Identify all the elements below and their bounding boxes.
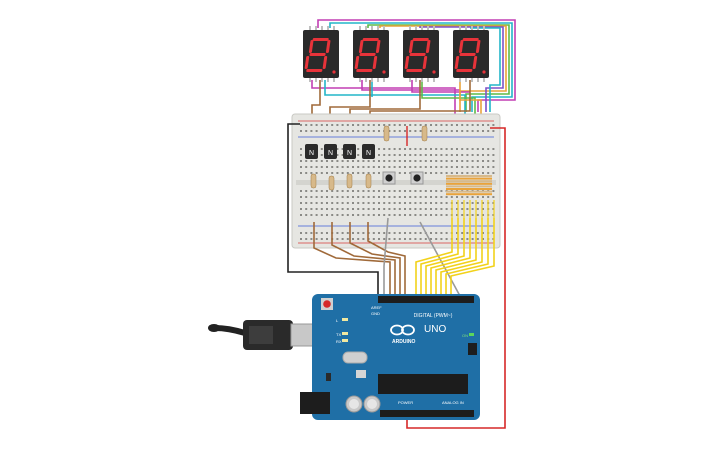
segment-resistor xyxy=(446,175,492,177)
power-label: POWER xyxy=(398,400,413,405)
display-segment xyxy=(375,40,381,53)
rx-label: RX xyxy=(336,339,342,344)
wire-purple-top xyxy=(419,26,504,112)
display-segment xyxy=(309,53,326,56)
resistor-pullup xyxy=(383,125,428,142)
wire-gray-1 xyxy=(383,217,389,296)
display-segment xyxy=(325,40,331,53)
wire-magenta-top xyxy=(317,19,516,112)
display-dot xyxy=(382,70,386,74)
wire-magenta-bottom-3 xyxy=(411,80,470,93)
display-segment xyxy=(372,56,378,69)
wire-brown-4 xyxy=(367,222,406,296)
transistor-label: N xyxy=(328,150,333,157)
reset-button xyxy=(323,300,331,308)
segment-resistor xyxy=(446,193,492,196)
segment-resistor xyxy=(446,177,492,180)
push-button-2 xyxy=(410,171,424,185)
transistor: N xyxy=(305,144,318,159)
wire-magenta-bottom xyxy=(311,80,456,125)
arduino-wires xyxy=(287,123,506,429)
seven-segment-display: 8 xyxy=(353,26,389,82)
display-segment xyxy=(354,56,360,69)
display-dot xyxy=(332,70,336,74)
display-segment xyxy=(422,56,428,69)
display-segment xyxy=(456,69,473,72)
display-segment xyxy=(359,53,376,56)
display-dot xyxy=(482,70,486,74)
wire-brown-3 xyxy=(349,222,401,296)
wire-yellow-bundle xyxy=(415,218,495,296)
breadboard-components: N N N N xyxy=(305,125,492,196)
resistor-base xyxy=(310,173,372,191)
tx-label: TX xyxy=(336,332,341,337)
seven-segment-display: 8 xyxy=(453,26,489,89)
wire-brown-2 xyxy=(331,222,396,296)
display-segment xyxy=(404,56,410,69)
wire-cyan-bottom xyxy=(324,80,466,125)
transistor-label: N xyxy=(366,150,371,157)
display-segment xyxy=(425,40,431,53)
digital-label: DIGITAL (PWM~) xyxy=(414,313,453,319)
l-label: L xyxy=(336,318,339,323)
usb-cable xyxy=(208,320,327,350)
transistor-label: N xyxy=(347,150,352,157)
arduino-logo-icon xyxy=(390,324,415,336)
transistor: N xyxy=(362,144,375,159)
display-segment xyxy=(356,69,373,72)
display-segment xyxy=(308,40,314,53)
display-segment xyxy=(454,56,460,69)
display-segment xyxy=(462,38,479,41)
aref-label: AREF xyxy=(371,305,382,310)
gnd-label: GND xyxy=(371,311,380,316)
display-segment xyxy=(459,53,476,56)
brand-label: ARDUINO xyxy=(392,339,415,345)
wire-brown-1 xyxy=(313,222,391,296)
display-segment xyxy=(412,38,429,41)
analog-label: ANALOG IN xyxy=(442,400,464,405)
wire-red-5v xyxy=(406,127,506,429)
segment-resistor xyxy=(446,185,492,188)
display-segment xyxy=(304,56,310,69)
segment-resistor xyxy=(446,190,492,193)
display-segment xyxy=(358,40,364,53)
display-segment xyxy=(408,40,414,53)
model-label: UNO xyxy=(424,324,446,335)
display-segment xyxy=(409,53,426,56)
display-dot xyxy=(432,70,436,74)
wire-magenta-bottom-2 xyxy=(361,80,460,91)
seven-segment-display: 8 xyxy=(303,26,339,82)
display-segment xyxy=(306,69,323,72)
on-label: ON xyxy=(462,333,468,338)
display-segment xyxy=(312,38,329,41)
transistor: N xyxy=(324,144,337,159)
atmega-chip xyxy=(378,374,468,394)
segment-resistor xyxy=(446,180,492,183)
wire-green-bottom xyxy=(421,80,476,125)
wire-cyan-top-2 xyxy=(470,27,501,112)
segment-resistor xyxy=(446,182,492,185)
display-digit-value: 8 xyxy=(471,87,472,89)
display-segment xyxy=(472,56,478,69)
transistor-label: N xyxy=(309,150,314,157)
display-segment xyxy=(362,38,379,41)
power-analog-header xyxy=(380,410,474,417)
power-jack xyxy=(300,392,330,414)
segment-resistors xyxy=(446,175,492,196)
wire-black-gnd xyxy=(287,123,379,296)
display-segment xyxy=(475,40,481,53)
digital-header xyxy=(378,296,474,303)
display-segment xyxy=(406,69,423,72)
wire-green-top xyxy=(367,24,510,112)
arduino-uno: DIGITAL (PWM~) AREF GND L TX RX UNO ARDU… xyxy=(300,294,480,420)
segment-resistor xyxy=(446,188,492,190)
seven-segment-display: 8 xyxy=(403,26,439,82)
push-button-1 xyxy=(382,171,396,185)
transistor: N xyxy=(343,144,356,159)
display-segment xyxy=(458,40,464,53)
display-segment xyxy=(322,56,328,69)
